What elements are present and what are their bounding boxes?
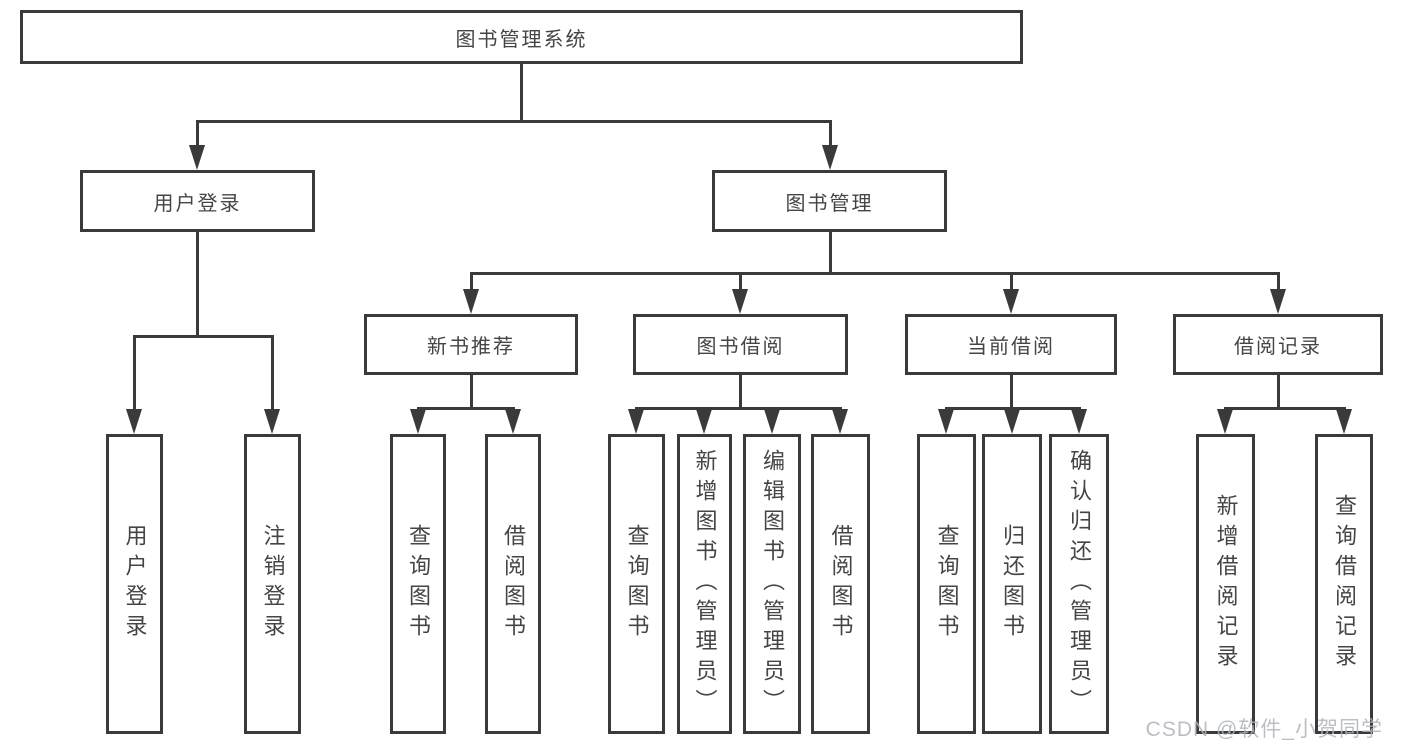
node-label-user-login: 用户登录 bbox=[153, 192, 242, 215]
node-label-leaf-return-book: 归还图书 bbox=[1000, 524, 1025, 644]
arrow-down-icon bbox=[1270, 289, 1286, 314]
connector-stem-current-borrow-children bbox=[1009, 375, 1013, 410]
node-leaf-return-book: 归还图书 bbox=[982, 434, 1042, 734]
arrow-down-icon bbox=[938, 409, 954, 434]
connector-stem-root-to-level2 bbox=[519, 64, 523, 123]
arrow-down-icon bbox=[822, 145, 838, 170]
connector-stem-book-borrow-children bbox=[738, 375, 742, 410]
node-leaf-logout: 注销登录 bbox=[244, 434, 301, 734]
node-label-leaf-edit-book: 编辑图书（管理员） bbox=[760, 449, 785, 719]
connector-rail-user-login-children bbox=[132, 335, 274, 338]
arrow-down-icon bbox=[463, 289, 479, 314]
node-leaf-user-login: 用户登录 bbox=[106, 434, 163, 734]
node-root: 图书管理系统 bbox=[20, 10, 1023, 64]
node-label-leaf-query-book-3: 查询图书 bbox=[934, 524, 960, 644]
node-label-leaf-logout: 注销登录 bbox=[260, 524, 286, 644]
connector-drop-book-management-children bbox=[469, 272, 473, 291]
node-label-leaf-borrow-book-2: 借阅图书 bbox=[828, 524, 854, 644]
node-leaf-query-book-1: 查询图书 bbox=[390, 434, 446, 734]
node-label-leaf-query-book-2: 查询图书 bbox=[624, 524, 650, 644]
arrow-down-icon bbox=[764, 409, 780, 434]
connector-rail-book-borrow-children bbox=[634, 407, 842, 410]
node-leaf-query-book-3: 查询图书 bbox=[917, 434, 976, 734]
connector-drop-book-management-children bbox=[1009, 272, 1013, 291]
arrow-down-icon bbox=[410, 409, 426, 434]
node-leaf-edit-book: 编辑图书（管理员） bbox=[743, 434, 801, 734]
node-book-borrow: 图书借阅 bbox=[633, 314, 848, 375]
node-label-book-borrow: 图书借阅 bbox=[696, 336, 785, 358]
connector-drop-user-login-children bbox=[270, 335, 274, 411]
connector-stem-user-login-children bbox=[195, 232, 199, 338]
arrow-down-icon bbox=[832, 409, 848, 434]
node-new-book-recommend: 新书推荐 bbox=[364, 314, 578, 375]
arrow-down-icon bbox=[264, 409, 280, 434]
node-book-management: 图书管理 bbox=[712, 170, 947, 232]
node-leaf-add-borrow-record: 新增借阅记录 bbox=[1196, 434, 1255, 734]
node-leaf-borrow-book-1: 借阅图书 bbox=[485, 434, 541, 734]
csdn-watermark: CSDN @软件_小贺同学 bbox=[1145, 718, 1383, 741]
node-user-login: 用户登录 bbox=[80, 170, 315, 232]
arrow-down-icon bbox=[1004, 409, 1020, 434]
arrow-down-icon bbox=[505, 409, 521, 434]
node-label-new-book-recommend: 新书推荐 bbox=[427, 336, 515, 358]
node-leaf-confirm-return: 确认归还（管理员） bbox=[1049, 434, 1109, 734]
node-label-book-management: 图书管理 bbox=[785, 192, 874, 215]
node-label-leaf-query-borrow-record: 查询借阅记录 bbox=[1332, 494, 1357, 674]
node-label-leaf-add-book: 新增图书（管理员） bbox=[692, 449, 718, 719]
node-label-leaf-user-login: 用户登录 bbox=[122, 524, 148, 644]
arrow-down-icon bbox=[1003, 289, 1019, 314]
node-label-root: 图书管理系统 bbox=[455, 28, 588, 51]
connector-stem-book-management-children bbox=[828, 232, 832, 275]
node-label-leaf-query-book-1: 查询图书 bbox=[406, 524, 431, 644]
arrow-down-icon bbox=[628, 409, 644, 434]
connector-drop-user-login-children bbox=[132, 335, 136, 411]
arrow-down-icon bbox=[1071, 409, 1087, 434]
node-leaf-borrow-book-2: 借阅图书 bbox=[811, 434, 870, 734]
node-label-borrow-record: 借阅记录 bbox=[1234, 336, 1322, 358]
arrow-down-icon bbox=[189, 145, 205, 170]
connector-rail-root-to-level2 bbox=[195, 120, 832, 123]
connector-drop-book-management-children bbox=[1276, 272, 1280, 291]
node-leaf-query-book-2: 查询图书 bbox=[608, 434, 665, 734]
arrow-down-icon bbox=[1336, 409, 1352, 434]
connector-drop-book-management-children bbox=[738, 272, 742, 291]
node-current-borrow: 当前借阅 bbox=[905, 314, 1117, 375]
node-label-leaf-add-borrow-record: 新增借阅记录 bbox=[1213, 494, 1239, 674]
arrow-down-icon bbox=[696, 409, 712, 434]
arrow-down-icon bbox=[126, 409, 142, 434]
arrow-down-icon bbox=[1217, 409, 1233, 434]
connector-drop-root-to-level2 bbox=[828, 120, 832, 147]
connector-drop-root-to-level2 bbox=[195, 120, 199, 147]
arrow-down-icon bbox=[732, 289, 748, 314]
connector-rail-new-book-recommend-children bbox=[416, 407, 515, 410]
node-leaf-add-book: 新增图书（管理员） bbox=[677, 434, 732, 734]
connector-stem-new-book-recommend-children bbox=[469, 375, 473, 410]
node-label-current-borrow: 当前借阅 bbox=[967, 336, 1055, 358]
node-label-leaf-borrow-book-1: 借阅图书 bbox=[501, 524, 526, 644]
connector-rail-book-management-children bbox=[469, 272, 1280, 275]
node-label-leaf-confirm-return: 确认归还（管理员） bbox=[1067, 449, 1092, 719]
connector-rail-borrow-record-children bbox=[1223, 407, 1346, 410]
node-leaf-query-borrow-record: 查询借阅记录 bbox=[1315, 434, 1373, 734]
node-borrow-record: 借阅记录 bbox=[1173, 314, 1383, 375]
connector-stem-borrow-record-children bbox=[1276, 375, 1280, 410]
